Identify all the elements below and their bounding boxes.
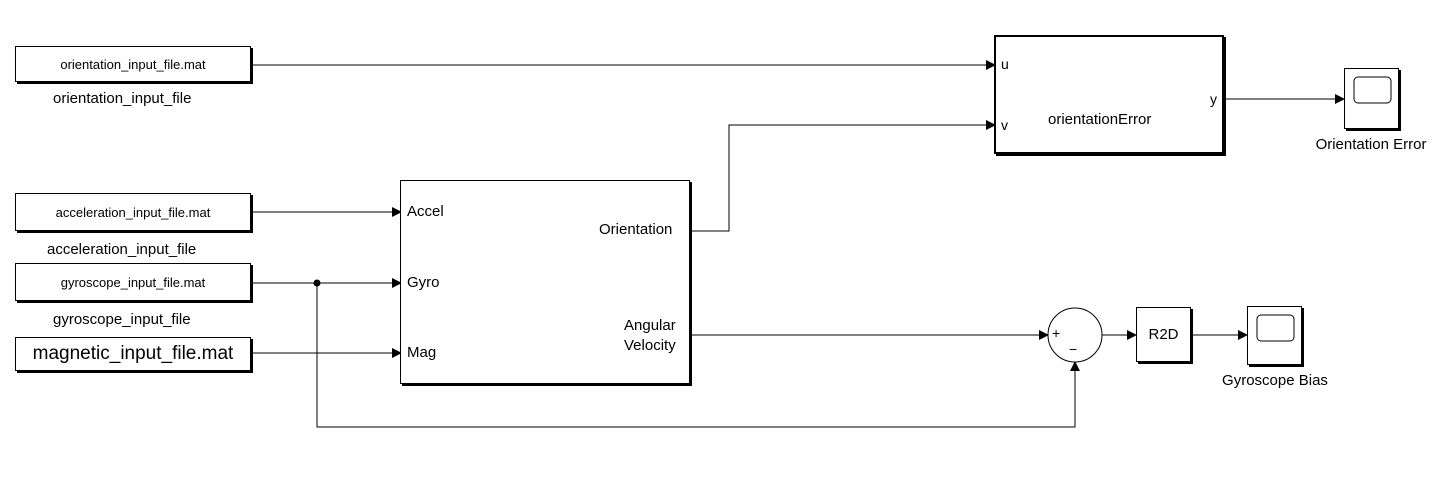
fusion-input-accel: Accel bbox=[407, 203, 444, 220]
gyroscope-bias-scope-label: Gyroscope Bias bbox=[1222, 372, 1328, 389]
fusion-output-orientation: Orientation bbox=[599, 221, 673, 238]
signal-orientation-to-v[interactable] bbox=[689, 120, 996, 232]
fusion-output-angular-line2: Velocity bbox=[624, 337, 676, 354]
acceleration-source-file: acceleration_input_file.mat bbox=[55, 204, 211, 220]
orientation-source-block[interactable]: orientation_input_file.mat bbox=[15, 46, 251, 82]
acceleration-source-name: acceleration_input_file bbox=[47, 241, 197, 258]
acceleration-source-block[interactable]: acceleration_input_file.mat bbox=[15, 193, 251, 231]
gyroscope-source-file: gyroscope_input_file.mat bbox=[60, 274, 206, 290]
error-output-y: y bbox=[1210, 91, 1217, 107]
sum-block[interactable] bbox=[1047, 307, 1103, 363]
r2d-block[interactable]: R2D bbox=[1136, 307, 1191, 362]
orientation-source-file: orientation_input_file.mat bbox=[60, 56, 206, 72]
signal-gyro-branch-to-sum[interactable] bbox=[316, 283, 1080, 428]
magnetic-source-block[interactable]: magnetic_input_file.mat bbox=[15, 337, 251, 371]
sensor-fusion-block[interactable] bbox=[400, 180, 690, 384]
magnetic-source-file: magnetic_input_file.mat bbox=[32, 343, 234, 364]
fusion-input-gyro: Gyro bbox=[407, 274, 440, 291]
fusion-output-angular-line1: Angular bbox=[624, 317, 676, 334]
sum-minus-sign: − bbox=[1069, 341, 1078, 357]
error-input-u: u bbox=[1001, 56, 1009, 72]
gyroscope-bias-scope[interactable] bbox=[1247, 306, 1302, 365]
r2d-label: R2D bbox=[1148, 326, 1179, 343]
error-block-name: orientationError bbox=[1048, 111, 1152, 128]
gyroscope-source-name: gyroscope_input_file bbox=[53, 311, 191, 328]
orientation-source-name: orientation_input_file bbox=[53, 90, 192, 107]
orientation-error-scope[interactable] bbox=[1344, 68, 1399, 129]
error-input-v: v bbox=[1001, 117, 1008, 133]
fusion-input-mag: Mag bbox=[407, 344, 437, 361]
gyroscope-source-block[interactable]: gyroscope_input_file.mat bbox=[15, 263, 251, 301]
orientation-error-scope-label: Orientation Error bbox=[1315, 136, 1427, 153]
orientation-error-block[interactable] bbox=[994, 35, 1224, 154]
sum-plus-sign: + bbox=[1052, 325, 1061, 341]
